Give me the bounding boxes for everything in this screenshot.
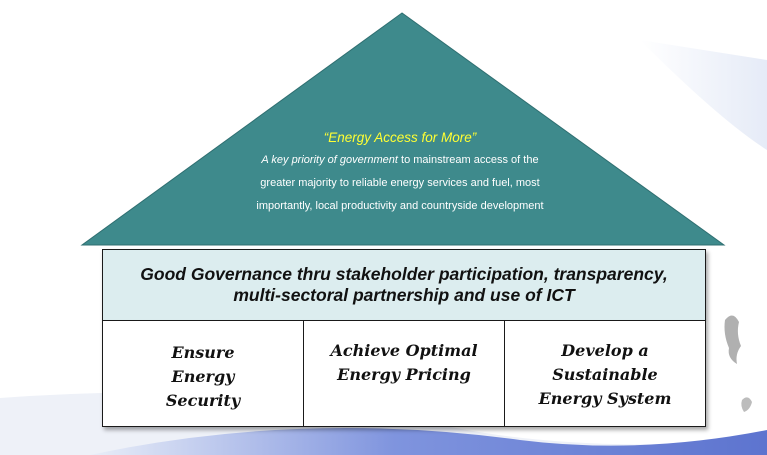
- roof-desc-line-2: greater majority to reliable energy serv…: [260, 177, 540, 189]
- roof-description: A key priority of government to mainstre…: [190, 149, 610, 218]
- pillar-label: Ensure Energy Security: [165, 343, 241, 410]
- pillar-label: Develop a Sustainable Energy System: [538, 341, 672, 408]
- roof-desc-rest: to mainstream access of the: [397, 154, 539, 166]
- pillar-sustainable-energy: Develop a Sustainable Energy System: [505, 321, 705, 426]
- roof-desc-line-1: A key priority of government to mainstre…: [190, 149, 610, 172]
- governance-text: Good Governance thru stakeholder partici…: [140, 264, 668, 305]
- roof-content: “Energy Access for More” A key priority …: [190, 128, 610, 218]
- roof-title: “Energy Access for More”: [323, 130, 477, 145]
- pillar-energy-security: Ensure Energy Security: [103, 321, 304, 426]
- roof-desc-emphasis: A key priority of government: [261, 154, 398, 166]
- pillars-row: Ensure Energy Security Achieve Optimal E…: [102, 321, 706, 427]
- governance-beam: Good Governance thru stakeholder partici…: [102, 249, 706, 321]
- pillar-label: Achieve Optimal Energy Pricing: [330, 341, 478, 384]
- roof-desc-line-3: importantly, local productivity and coun…: [256, 200, 544, 212]
- pillar-energy-pricing: Achieve Optimal Energy Pricing: [304, 321, 505, 426]
